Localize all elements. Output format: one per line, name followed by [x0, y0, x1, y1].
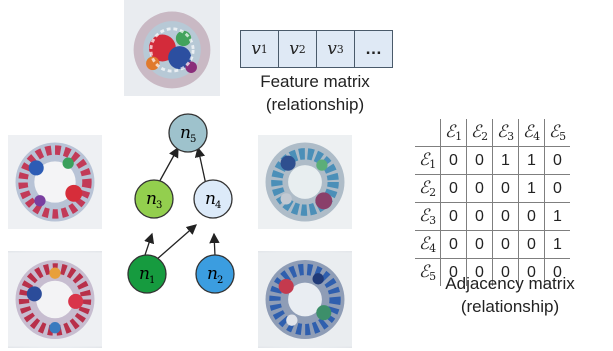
adjacency-row-header-2: ℰ2	[415, 174, 441, 203]
adjacency-cell: 0	[440, 146, 467, 175]
adjacency-row-header-3: ℰ3	[415, 202, 441, 231]
feature-matrix-caption-line2: (relationship)	[265, 95, 365, 114]
edge-n2-n4	[209, 232, 220, 257]
adjacency-row-1: ℰ1 0 0 1 1 0	[415, 146, 570, 175]
svg-text:4: 4	[215, 200, 221, 211]
svg-text:3: 3	[156, 200, 162, 211]
adjacency-corner	[415, 119, 441, 147]
adjacency-matrix-caption-line2: (relationship)	[460, 297, 560, 316]
adjacency-row-5: ℰ5 0 0 0 0 0	[415, 258, 570, 286]
adjacency-cell: 0	[440, 230, 467, 259]
adjacency-col-header-4: ℰ4	[518, 119, 545, 147]
cell-image-left-bottom	[8, 251, 102, 348]
adjacency-col-header-3: ℰ3	[492, 119, 519, 147]
svg-text:2: 2	[217, 275, 223, 286]
edge-n1-n3	[143, 232, 155, 259]
svg-text:n: n	[205, 189, 216, 209]
adjacency-cell: 0	[544, 258, 570, 286]
svg-text:5: 5	[190, 134, 196, 145]
adjacency-cell: 0	[518, 258, 545, 286]
svg-text:1: 1	[149, 275, 155, 286]
cell-image-left-top	[8, 135, 102, 229]
adjacency-col-header-5: ℰ5	[544, 119, 570, 147]
adjacency-cell: 0	[492, 258, 519, 286]
adjacency-cell: 0	[492, 230, 519, 259]
adjacency-row-header-1: ℰ1	[415, 146, 441, 175]
adjacency-row-header-5: ℰ5	[415, 258, 441, 286]
adjacency-matrix-caption-line1: Adjacency matrix	[445, 274, 575, 293]
adjacency-matrix: ℰ1 ℰ2 ℰ3 ℰ4 ℰ5 ℰ1 0 0 1 1 0 ℰ2 0 0 0 1 0…	[415, 119, 570, 286]
cell-image-top	[124, 0, 220, 96]
adjacency-cell: 0	[518, 230, 545, 259]
svg-text:n: n	[180, 123, 191, 143]
adjacency-col-header-2: ℰ2	[466, 119, 493, 147]
adjacency-cell: 0	[466, 230, 493, 259]
adjacency-cell: 1	[518, 174, 545, 203]
adjacency-cell: 1	[544, 230, 570, 259]
edge-n1-n4	[155, 224, 197, 261]
adjacency-cell: 0	[466, 174, 493, 203]
adjacency-cell: 0	[466, 202, 493, 231]
adjacency-cell: 0	[544, 174, 570, 203]
adjacency-header-row: ℰ1 ℰ2 ℰ3 ℰ4 ℰ5	[415, 119, 570, 147]
adjacency-cell: 0	[440, 174, 467, 203]
adjacency-cell: 1	[492, 146, 519, 175]
adjacency-cell: 0	[518, 202, 545, 231]
svg-text:n: n	[207, 264, 218, 284]
adjacency-matrix-caption: Adjacency matrix (relationship)	[425, 272, 595, 318]
cell-image-right-bottom	[258, 251, 352, 348]
svg-text:n: n	[139, 264, 150, 284]
adjacency-cell: 1	[544, 202, 570, 231]
feature-cell-ellipsis: …	[355, 31, 392, 67]
adjacency-row-3: ℰ3 0 0 0 0 1	[415, 202, 570, 231]
feature-matrix-caption: Feature matrix (relationship)	[240, 70, 390, 116]
cell-image-right-top	[258, 135, 352, 229]
adjacency-cell: 1	[518, 146, 545, 175]
adjacency-cell: 0	[492, 202, 519, 231]
adjacency-row-4: ℰ4 0 0 0 0 1	[415, 230, 570, 259]
svg-text:n: n	[146, 189, 157, 209]
adjacency-col-header-1: ℰ1	[440, 119, 467, 147]
adjacency-cell: 0	[466, 146, 493, 175]
adjacency-cell: 0	[544, 146, 570, 175]
feature-matrix-caption-line1: Feature matrix	[260, 72, 370, 91]
adjacency-row-2: ℰ2 0 0 0 1 0	[415, 174, 570, 203]
adjacency-cell: 0	[492, 174, 519, 203]
adjacency-cell: 0	[440, 202, 467, 231]
adjacency-cell: 0	[466, 258, 493, 286]
adjacency-row-header-4: ℰ4	[415, 230, 441, 259]
